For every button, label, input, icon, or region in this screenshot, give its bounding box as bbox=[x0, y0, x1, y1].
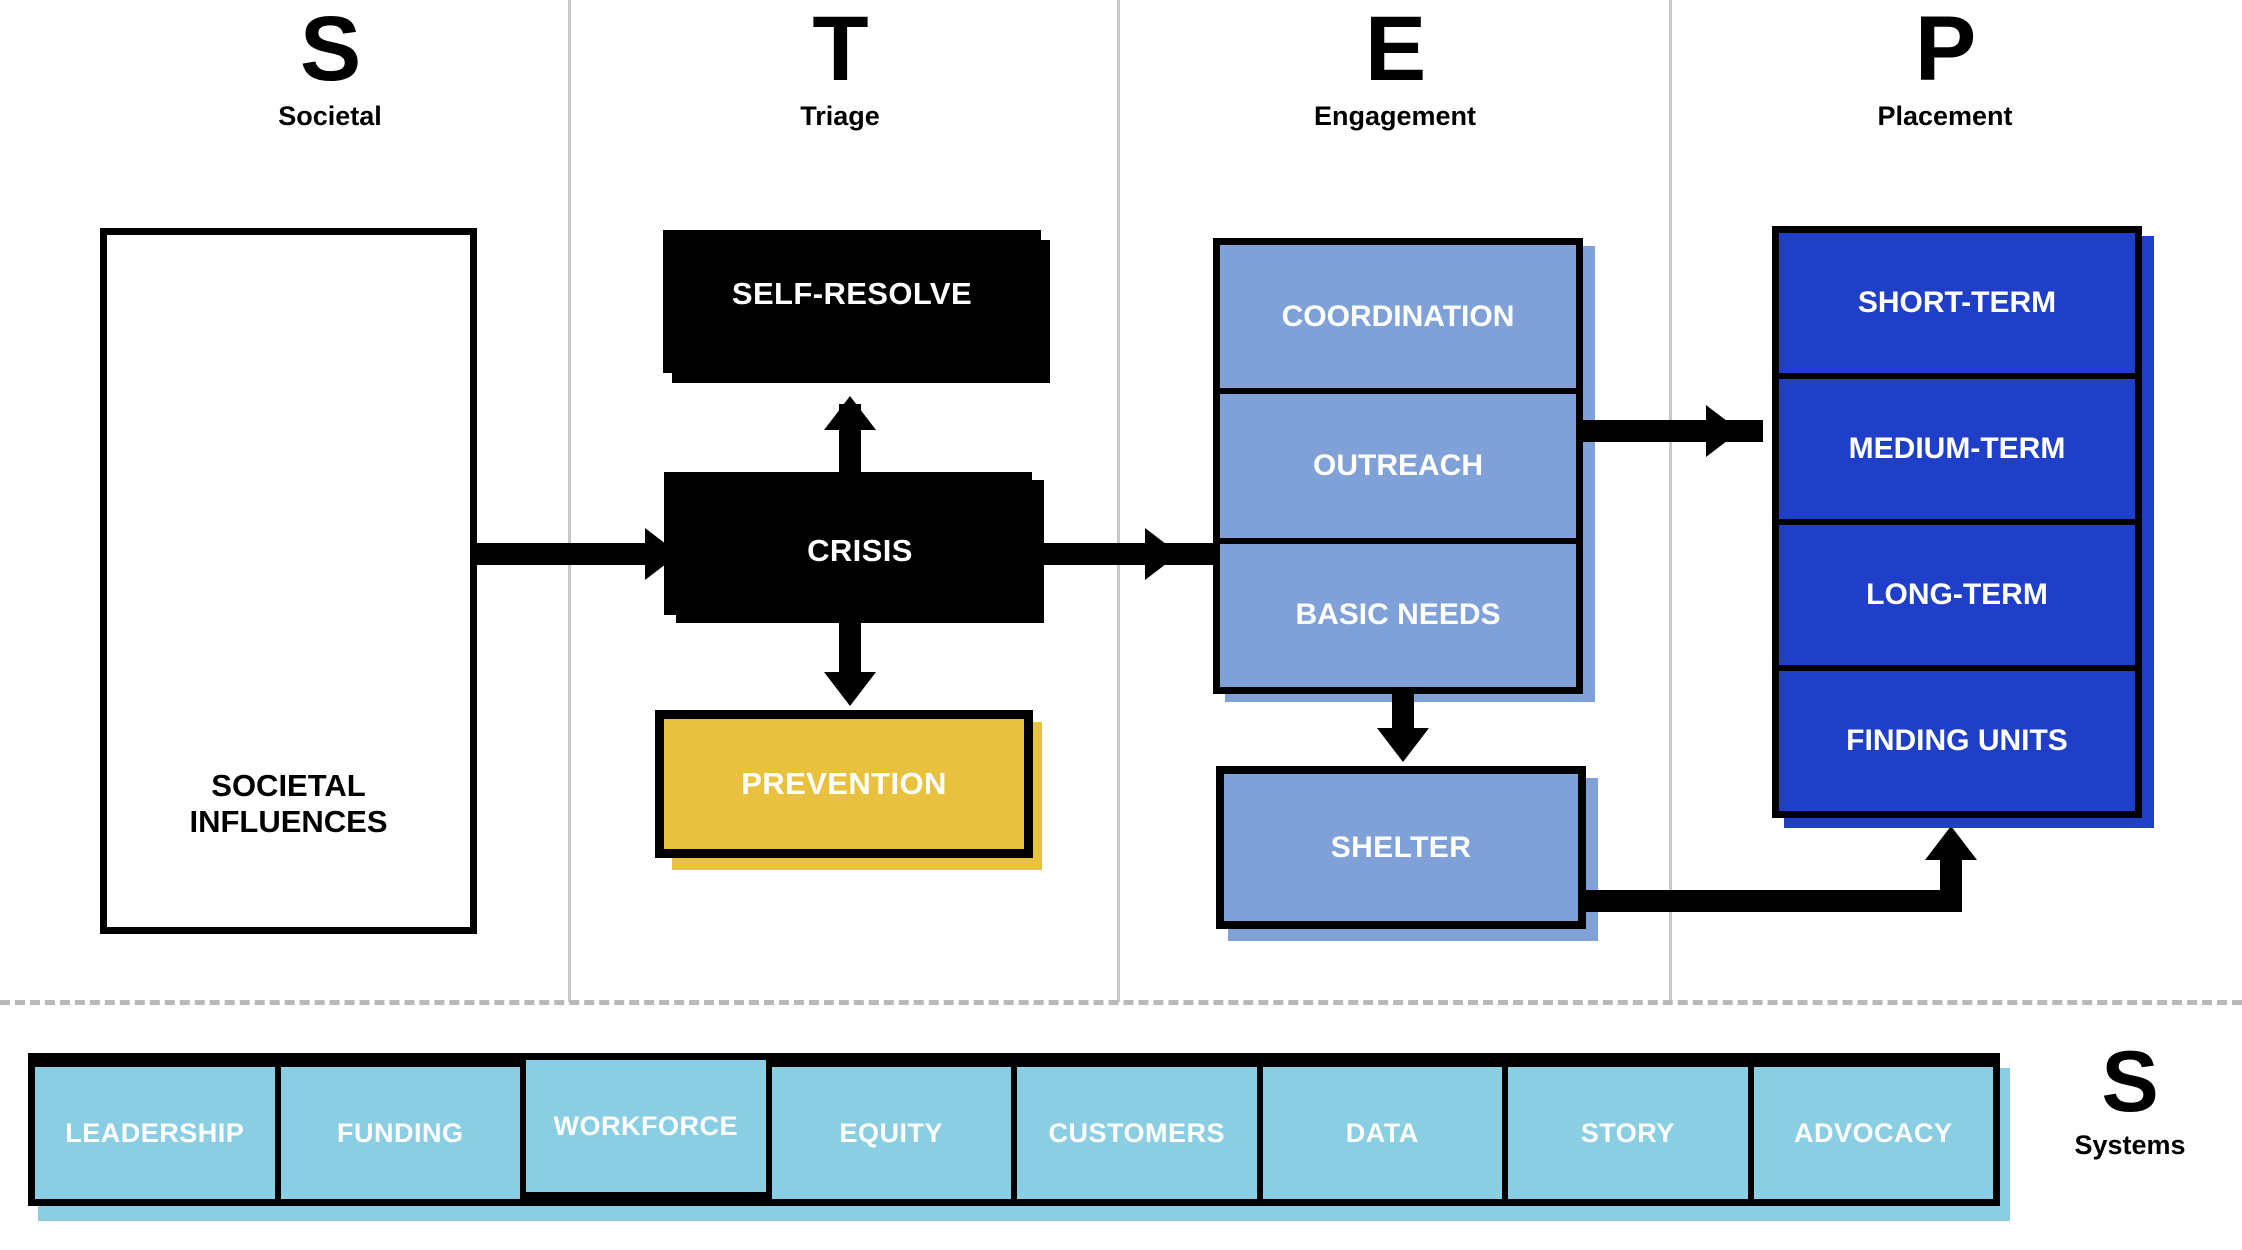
systems-item-equity[interactable]: EQUITY bbox=[771, 1067, 1011, 1199]
systems-item-leadership[interactable]: LEADERSHIP bbox=[35, 1067, 275, 1199]
shelter-label: SHELTER bbox=[1330, 830, 1472, 864]
systems-item-advocacy[interactable]: ADVOCACY bbox=[1753, 1067, 1993, 1199]
placement-item-medium-term[interactable]: MEDIUM-TERM bbox=[1779, 379, 2135, 519]
column-divider-1 bbox=[568, 0, 571, 1002]
arrow-crisis-to-engagement-head bbox=[1145, 528, 1179, 580]
engagement-item-basic-needs-label: BASIC NEEDS bbox=[1295, 598, 1501, 632]
systems-header: S Systems bbox=[2030, 1034, 2230, 1161]
prevention-box[interactable]: PREVENTION bbox=[655, 710, 1033, 858]
arrow-crisis-to-engagement-line bbox=[1040, 543, 1215, 565]
systems-item-story[interactable]: STORY bbox=[1508, 1067, 1748, 1199]
systems-item-customers-label: CUSTOMERS bbox=[1048, 1117, 1226, 1148]
self-resolve-label: SELF-RESOLVE bbox=[731, 276, 973, 311]
systems-letter-s: S bbox=[2101, 1034, 2159, 1130]
phase-letter-s: S bbox=[299, 0, 361, 100]
phase-name-engagement: Engagement bbox=[1313, 101, 1477, 132]
arrow-basic-needs-to-shelter-line bbox=[1392, 690, 1414, 735]
arrow-engagement-to-placement-head bbox=[1706, 405, 1740, 457]
phase-header-triage: T Triage bbox=[620, 0, 1060, 132]
systems-item-leadership-label: LEADERSHIP bbox=[65, 1117, 245, 1148]
phase-name-societal: Societal bbox=[278, 101, 382, 132]
placement-item-finding-units-label: FINDING UNITS bbox=[1846, 724, 2068, 757]
section-separator bbox=[0, 1000, 2242, 1005]
systems-item-data-label: DATA bbox=[1345, 1117, 1419, 1148]
prevention-label: PREVENTION bbox=[741, 765, 947, 801]
arrow-shelter-to-finding-units-horizontal bbox=[1586, 890, 1962, 912]
systems-item-funding-label: FUNDING bbox=[337, 1117, 464, 1148]
arrow-crisis-to-prevention-line bbox=[839, 620, 861, 680]
arrow-shelter-to-finding-units-head bbox=[1925, 826, 1977, 860]
systems-strip: LEADERSHIP FUNDING WORKFORCE EQUITY CUST… bbox=[28, 1053, 2000, 1206]
placement-stack: SHORT-TERM MEDIUM-TERM LONG-TERM FINDING… bbox=[1772, 226, 2142, 818]
phase-letter-e: E bbox=[1364, 0, 1426, 100]
systems-item-story-label: STORY bbox=[1580, 1117, 1675, 1148]
systems-item-workforce-label: WORKFORCE bbox=[553, 1110, 738, 1141]
systems-item-workforce[interactable]: WORKFORCE bbox=[526, 1060, 766, 1192]
engagement-item-coordination[interactable]: COORDINATION bbox=[1220, 245, 1576, 389]
placement-item-medium-term-label: MEDIUM-TERM bbox=[1848, 432, 2066, 465]
arrow-crisis-to-self-resolve-head bbox=[824, 396, 876, 430]
phase-header-societal: S Societal bbox=[100, 0, 560, 132]
phase-name-placement: Placement bbox=[1877, 101, 2013, 132]
arrow-basic-needs-to-shelter-head bbox=[1377, 728, 1429, 762]
engagement-item-basic-needs[interactable]: BASIC NEEDS bbox=[1220, 543, 1576, 687]
placement-item-short-term-label: SHORT-TERM bbox=[1857, 286, 2057, 319]
systems-item-customers[interactable]: CUSTOMERS bbox=[1017, 1067, 1257, 1199]
systems-name-label: Systems bbox=[2074, 1129, 2186, 1160]
engagement-item-outreach[interactable]: OUTREACH bbox=[1220, 394, 1576, 538]
systems-item-data[interactable]: DATA bbox=[1262, 1067, 1502, 1199]
phase-letter-p: P bbox=[1914, 0, 1976, 100]
crisis-box[interactable]: CRISIS bbox=[676, 480, 1044, 623]
engagement-item-outreach-label: OUTREACH bbox=[1313, 448, 1483, 482]
placement-item-long-term[interactable]: LONG-TERM bbox=[1779, 525, 2135, 665]
engagement-stack: COORDINATION OUTREACH BASIC NEEDS bbox=[1213, 238, 1583, 694]
phase-letter-t: T bbox=[812, 0, 868, 100]
crisis-label: CRISIS bbox=[807, 533, 913, 569]
column-divider-3 bbox=[1669, 0, 1672, 1002]
systems-item-funding[interactable]: FUNDING bbox=[280, 1067, 520, 1199]
engagement-item-coordination-label: COORDINATION bbox=[1281, 299, 1515, 333]
placement-item-long-term-label: LONG-TERM bbox=[1866, 578, 2048, 611]
systems-item-equity-label: EQUITY bbox=[839, 1117, 943, 1148]
systems-item-advocacy-label: ADVOCACY bbox=[1793, 1117, 1953, 1148]
arrow-crisis-to-prevention-head bbox=[824, 672, 876, 706]
phase-header-engagement: E Engagement bbox=[1175, 0, 1615, 132]
arrow-societal-to-crisis-line bbox=[477, 543, 649, 565]
phase-name-triage: Triage bbox=[800, 101, 880, 132]
placement-item-finding-units[interactable]: FINDING UNITS bbox=[1779, 671, 2135, 811]
arrow-shelter-to-finding-units-vertical bbox=[1940, 860, 1962, 902]
self-resolve-box[interactable]: SELF-RESOLVE bbox=[663, 230, 1041, 373]
phase-header-placement: P Placement bbox=[1725, 0, 2165, 132]
column-divider-2 bbox=[1117, 0, 1120, 1002]
placement-item-short-term[interactable]: SHORT-TERM bbox=[1779, 233, 2135, 373]
shelter-box[interactable]: SHELTER bbox=[1216, 766, 1586, 929]
